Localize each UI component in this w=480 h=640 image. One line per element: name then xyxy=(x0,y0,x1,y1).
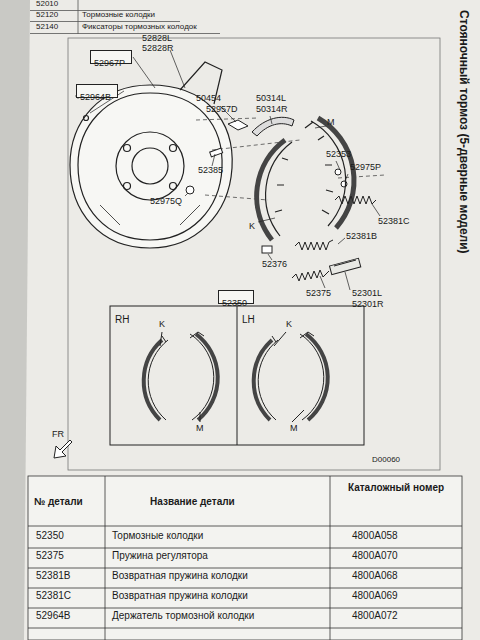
table-cell: 52381B xyxy=(36,570,70,581)
book-edge xyxy=(0,0,30,640)
table-cell: Возвратная пружина колодки xyxy=(112,570,248,581)
table-cell: Название детали xyxy=(150,496,235,507)
header-cell: 52010 xyxy=(36,0,58,9)
callout-number: M xyxy=(290,424,298,434)
callout-number: 52350 xyxy=(222,299,247,309)
table-cell: № детали xyxy=(34,496,83,507)
callout-number: 52301L xyxy=(352,289,382,299)
parts-table xyxy=(28,476,462,640)
callout-number: M xyxy=(327,118,335,128)
table-cell: 52375 xyxy=(36,550,64,561)
assembly-line xyxy=(196,118,385,200)
header-cell: Фиксаторы тормозных колодок xyxy=(82,23,197,32)
callout-number: 52301R xyxy=(352,300,384,310)
callout-number: 52353 xyxy=(326,150,351,160)
callout-box: 52964B xyxy=(76,84,118,98)
callout-number: K xyxy=(159,320,165,330)
callout-number: K xyxy=(249,222,255,232)
callout-number: 52381B xyxy=(346,232,377,242)
shoe-set-panel: RH xyxy=(111,307,236,444)
table-cell: Держатель тормозной колодки xyxy=(112,610,254,621)
illustration-frame xyxy=(68,38,440,470)
table-cell: 4800A069 xyxy=(352,590,398,601)
table-cell: Пружина регулятора xyxy=(112,550,208,561)
table-cell: 52350 xyxy=(36,530,64,541)
callout-number: K xyxy=(286,320,292,330)
callout-number: 52975P xyxy=(350,163,381,173)
callout-number: 50314L xyxy=(256,94,286,104)
shoe-set xyxy=(110,306,364,445)
callout-number: 52975Q xyxy=(150,197,182,207)
side-label: LH xyxy=(242,314,255,325)
header-table xyxy=(30,0,220,34)
callout-number: 52381C xyxy=(378,217,410,227)
table-cell: Тормозные колодки xyxy=(112,530,203,541)
table-cell: 4800A070 xyxy=(352,550,398,561)
callout-number: M xyxy=(196,424,204,434)
header-cell: 52120 xyxy=(36,11,58,20)
table-cell: 52381C xyxy=(36,590,71,601)
callout-number: 52375 xyxy=(306,289,331,299)
page-title: Стояночный тормоз (5-дверные модели) xyxy=(457,10,470,254)
parking-lever xyxy=(252,117,294,136)
callout-number: 52967P xyxy=(94,59,125,69)
callout-number: 52828R xyxy=(142,44,174,54)
callout-number: 52385 xyxy=(198,166,223,176)
table-cell: 4800A068 xyxy=(352,570,398,581)
shoe-set-panel: LH xyxy=(238,307,363,444)
callout-number: D00060 xyxy=(372,456,400,465)
callout-box: 52967P xyxy=(90,50,132,64)
table-cell: Каталожный номер xyxy=(336,482,456,493)
brake-shoe xyxy=(257,118,354,240)
direction-arrow xyxy=(54,440,72,458)
callout-number: 52376 xyxy=(262,260,287,270)
leader-line xyxy=(90,50,380,306)
table-cell: 4800A058 xyxy=(352,530,398,541)
table-cell: 52964B xyxy=(36,610,70,621)
callout-number: 52964B xyxy=(80,93,111,103)
table-cell: 4800A072 xyxy=(352,610,398,621)
header-cell: 52140 xyxy=(36,23,58,32)
callout-number: 50314R xyxy=(256,105,288,115)
callout-number: 52957D xyxy=(206,105,238,115)
header-cell: Тормозные колодки xyxy=(82,11,155,20)
callout-number: 52828L xyxy=(142,34,172,44)
callout-box: 52350 xyxy=(218,290,254,304)
table-cell: Возвратная пружина колодки xyxy=(112,590,248,601)
callout-number: FR xyxy=(52,430,64,440)
small-parts xyxy=(76,94,347,253)
callout-number: 50454 xyxy=(196,94,221,104)
side-label: RH xyxy=(115,314,129,325)
backing-plate xyxy=(70,62,232,248)
